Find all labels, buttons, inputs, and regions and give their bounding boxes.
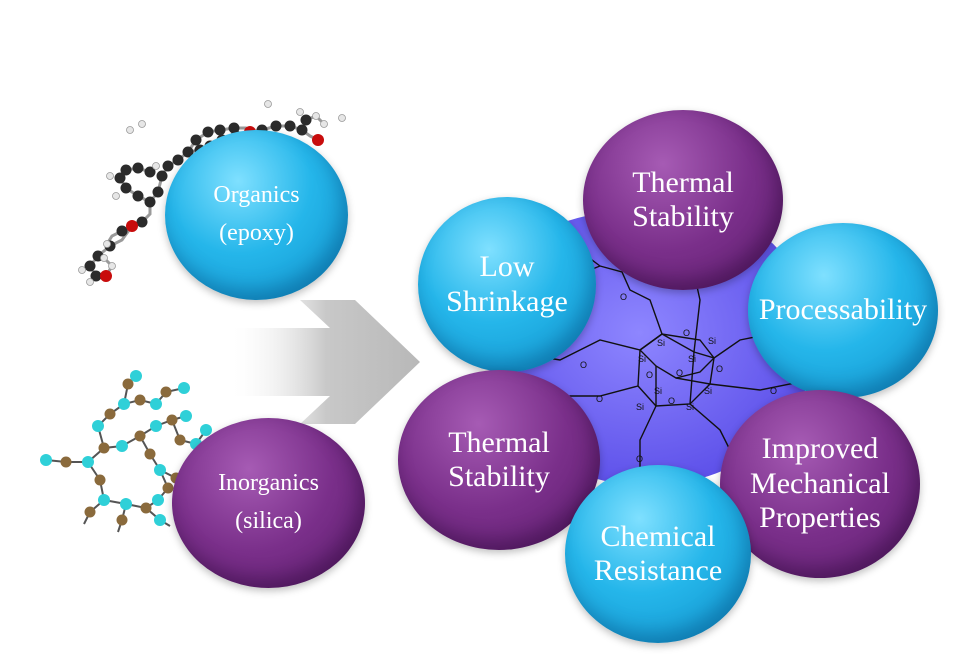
thermal-stability-top-bubble: Thermal Stability xyxy=(583,110,783,290)
inorganics-bubble: Inorganics (silica) xyxy=(172,418,365,588)
right-arrow-icon xyxy=(232,300,420,424)
atom-si-label: Si xyxy=(654,386,662,396)
processability-bubble: Processability xyxy=(748,223,938,398)
property-label-line: Chemical xyxy=(600,519,716,553)
organics-bubble: Organics (epoxy) xyxy=(165,130,348,300)
property-label-line: Low xyxy=(479,250,535,283)
inorganics-label: Inorganics xyxy=(218,470,319,497)
improved-mechanical-bubble: Improved Mechanical Properties xyxy=(720,390,920,578)
atom-si-label: Si xyxy=(688,354,696,364)
organics-sublabel: (epoxy) xyxy=(219,220,294,246)
property-label-line: Processability xyxy=(758,293,928,327)
property-label-line: Resistance xyxy=(593,554,723,587)
atom-o-label: O xyxy=(668,396,675,406)
atom-o-label: O xyxy=(770,386,777,396)
atom-o-label: O xyxy=(676,368,683,378)
thermal-stability-left-bubble: Thermal Stability xyxy=(398,370,600,550)
organics-label: Organics xyxy=(213,182,300,209)
atom-o-label: O xyxy=(580,360,587,370)
atom-si-label: Si xyxy=(636,402,644,412)
property-label-line: Stability xyxy=(632,200,734,233)
atom-si-label: Si xyxy=(708,336,716,346)
low-shrinkage-bubble: Low Shrinkage xyxy=(418,197,596,372)
atom-si-label: Si xyxy=(657,338,665,348)
atom-o-label: O xyxy=(716,364,723,374)
property-label-line: Mechanical xyxy=(750,466,890,500)
atom-o-label: O xyxy=(636,454,643,464)
atom-si-label: Si xyxy=(704,386,712,396)
chemical-resistance-bubble: Chemical Resistance xyxy=(565,465,751,643)
atom-si-label: Si xyxy=(686,402,694,412)
property-label-line: Properties xyxy=(759,501,881,535)
property-label-line: Shrinkage xyxy=(446,284,568,318)
chemical-label-wrap: Chemical Resistance xyxy=(565,465,751,643)
atom-o-label: O xyxy=(596,394,603,404)
property-label-line: Stability xyxy=(448,460,550,493)
property-label-line: Thermal xyxy=(632,165,734,199)
atom-o-label: O xyxy=(683,328,690,338)
atom-o-label: O xyxy=(620,292,627,302)
atom-si-label: Si xyxy=(638,354,646,364)
silica-lattice-icon xyxy=(40,370,212,533)
property-label-line: Improved xyxy=(761,432,879,466)
property-label-line: Thermal xyxy=(448,425,550,459)
atom-o-label: O xyxy=(646,370,653,380)
inorganics-sublabel: (silica) xyxy=(235,508,302,534)
